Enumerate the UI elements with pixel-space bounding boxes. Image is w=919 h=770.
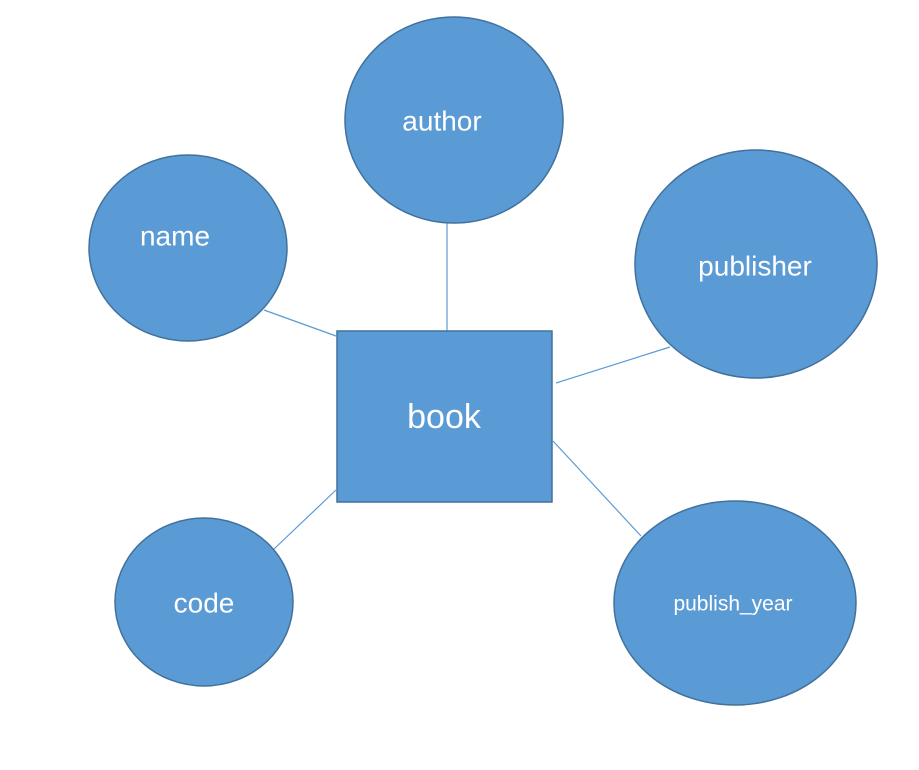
attribute-publisher-shape xyxy=(634,149,878,379)
attribute-code[interactable]: code xyxy=(114,517,294,687)
attribute-publisher-label: publisher xyxy=(698,251,812,282)
attribute-author[interactable]: author xyxy=(344,16,564,224)
attribute-publisher[interactable]: publisher xyxy=(634,149,878,379)
entity-book-shape xyxy=(336,330,553,503)
attribute-author-label: author xyxy=(402,106,481,137)
entity-book[interactable]: book xyxy=(336,330,553,503)
attribute-name-shape xyxy=(88,154,288,342)
attribute-name[interactable]: name xyxy=(88,154,288,342)
attribute-publish-year[interactable]: publish_year xyxy=(613,500,857,706)
attribute-author-shape xyxy=(344,16,564,224)
connector-name xyxy=(263,309,337,337)
connector-publish-year xyxy=(552,440,642,537)
attribute-publish-year-label: publish_year xyxy=(673,593,792,616)
attribute-publish-year-shape xyxy=(613,500,857,706)
attribute-code-shape xyxy=(114,517,294,687)
entity-book-label: book xyxy=(407,398,482,436)
connector-publisher xyxy=(555,346,671,384)
attribute-code-label: code xyxy=(174,588,235,619)
connector-code xyxy=(273,489,337,550)
attribute-name-label: name xyxy=(140,221,210,252)
